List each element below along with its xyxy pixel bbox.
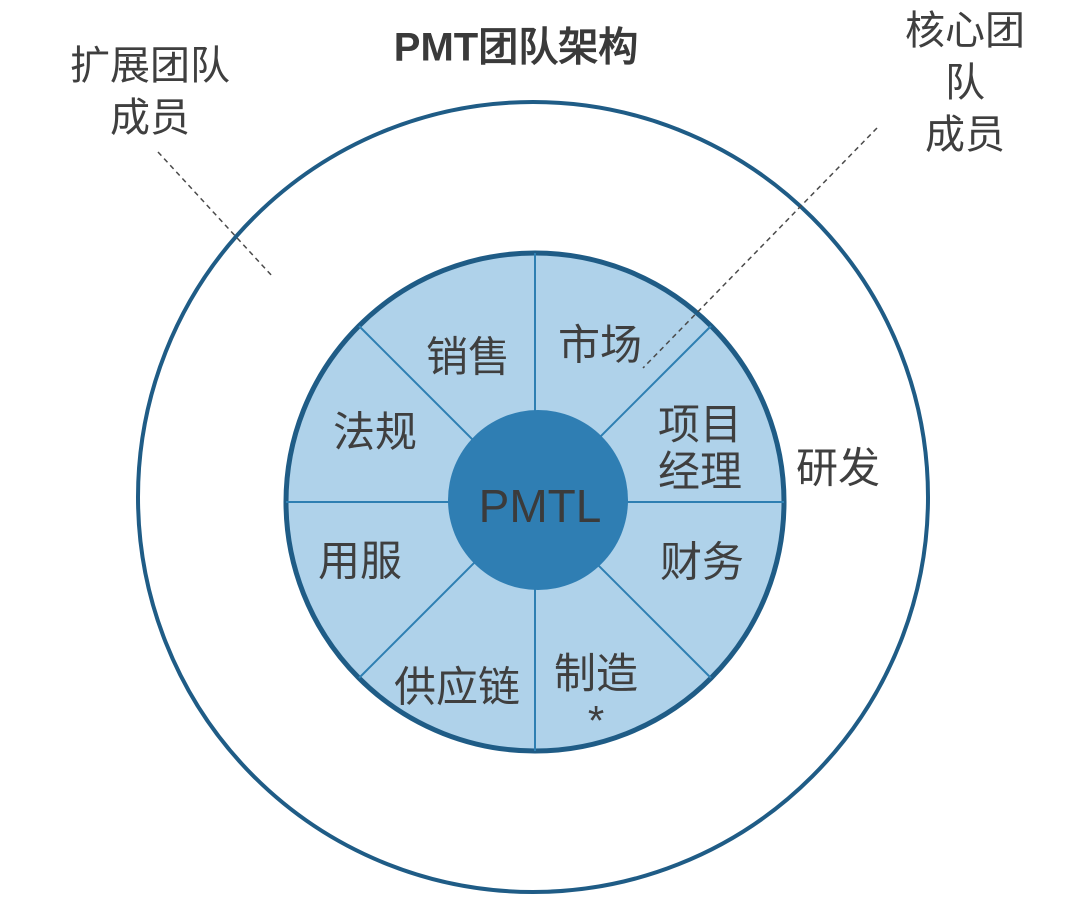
segment-label-finance: 财务 (659, 538, 745, 586)
center-pmtl-label: PMTL (478, 480, 602, 533)
segment-label-customer-service: 用服 (317, 537, 403, 585)
center-pmtl-circle (448, 410, 628, 590)
core-team-leader-line (642, 127, 878, 369)
segment-label-manufacturing: 制造 * (553, 649, 639, 744)
extended-team-leader-line (157, 151, 274, 278)
core-team-label: 核心团队 成员 (905, 9, 1025, 157)
segment-label-marketing: 市场 (557, 321, 643, 369)
segment-label-sales: 销售 (425, 333, 511, 381)
segment-label-supply-chain: 供应链 (393, 663, 521, 711)
segment-label-project-manager: 项目 经理 (657, 400, 743, 495)
segment-label-regulatory: 法规 (332, 408, 418, 456)
extended-team-label: 扩展团队 成员 (70, 44, 230, 140)
outer-segment-label-rnd: 研发 (795, 444, 881, 492)
diagram-title: PMT团队架构 (393, 25, 639, 70)
